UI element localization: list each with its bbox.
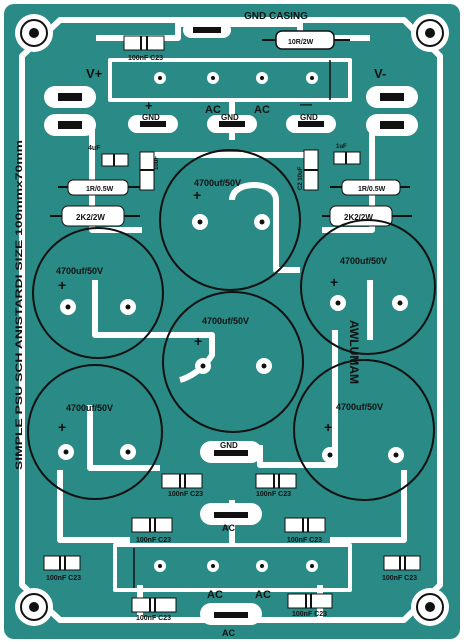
resistor-left-big (50, 205, 140, 227)
capacitor-right-small-label: 1uF (336, 144, 347, 150)
capacitor-left-vertical-label: 10uF (154, 156, 160, 170)
capacitor-bottom-3-label: 100nF C23 (136, 537, 171, 544)
copper-traces (19, 17, 443, 623)
capacitor-bottom-6 (287, 593, 333, 609)
resistor-top (262, 30, 350, 50)
svg-text:+: + (58, 277, 66, 293)
side-silkscreen-text: SIMPLE PSU SCH ANISTARDI SIZE 100mmx70mm (14, 140, 24, 470)
resistor-right-small (330, 179, 410, 196)
ac-pad-bottom (200, 603, 262, 625)
electrolytic-capacitor-3-label: 4700uf/50V (340, 256, 387, 266)
capacitor-bottom-6-label: 100nF C23 (292, 611, 327, 618)
capacitor-bottom-right-corner-label: 100nF C23 (382, 575, 417, 582)
gnd-pad-right-label: GND (300, 113, 318, 122)
resistor-right-big-label: 2K2/2W (344, 213, 373, 222)
v-minus-terminal (366, 86, 418, 136)
capacitor-left-small-label: 4uF (88, 145, 101, 152)
electrolytic-capacitor-6: + (293, 359, 435, 501)
gnd-pad-right (286, 115, 336, 133)
gnd-pad-center-label: GND (221, 113, 239, 122)
ac-left-label: AC (205, 104, 221, 116)
capacitor-bottom-5-label: 100nF C23 (136, 615, 171, 622)
resistor-left-small (58, 179, 140, 196)
electrolytic-capacitor-4-label: 4700uf/50V (202, 316, 249, 326)
resistor-right-small-label: 1R/0.5W (358, 186, 386, 193)
mounting-hole-bottom-right (411, 588, 449, 626)
electrolytic-capacitor-4: + (162, 291, 304, 433)
gnd-pad-bottom-label: GND (220, 441, 238, 450)
plus-sign-label: + (145, 98, 153, 113)
mounting-hole-top-right (411, 14, 449, 52)
capacitor-left-small (101, 153, 129, 167)
resistor-top-label: 10R/2W (288, 39, 314, 46)
bridge-top-pads (154, 60, 331, 100)
gnd-pad-bottom (200, 441, 262, 463)
svg-text:+: + (194, 333, 202, 349)
capacitor-bottom-3 (131, 517, 173, 533)
electrolytic-capacitor-2: + (32, 227, 164, 359)
ac-bottom-right-label: AC (255, 589, 271, 601)
capacitor-bottom-left-corner (43, 555, 81, 571)
capacitor-right-vertical (303, 149, 319, 191)
capacitor-bottom-right-corner (383, 555, 421, 571)
ac-pad-bottom-mid-label: AC (222, 523, 235, 533)
gnd-casing-pad (183, 22, 231, 38)
ac-bottom-left-label: AC (207, 589, 223, 601)
gnd-pad-left (128, 115, 178, 133)
v-plus-terminal (44, 86, 96, 136)
resistor-right-big (322, 205, 412, 227)
v-plus-label: V+ (86, 66, 103, 81)
capacitor-bottom-4-label: 100nF C23 (287, 537, 322, 544)
bridge-bottom-pads (133, 548, 318, 588)
minus-sign-label: — (300, 97, 312, 111)
mounting-hole-bottom-left (15, 588, 53, 626)
v-minus-label: V- (374, 66, 386, 81)
capacitor-bottom-2 (255, 473, 297, 489)
capacitor-top-label: 100nF C23 (128, 55, 163, 62)
svg-text:+: + (330, 274, 338, 290)
electrolytic-capacitor-6-label: 4700uf/50V (336, 402, 383, 412)
brand-text: AWLUMAM (347, 320, 361, 384)
svg-text:+: + (324, 419, 332, 435)
resistor-left-big-label: 2K2/2W (76, 213, 105, 222)
capacitor-bottom-1 (161, 473, 203, 489)
capacitor-bottom-2-label: 100nF C23 (256, 491, 291, 498)
ac-pad-bottom-label: AC (222, 628, 235, 638)
electrolytic-capacitor-3: + (300, 219, 436, 355)
capacitor-bottom-left-corner-label: 100nF C23 (46, 575, 81, 582)
capacitor-right-small (333, 151, 361, 165)
electrolytic-capacitor-2-label: 4700uf/50V (56, 266, 103, 276)
ac-pad-bottom-mid (200, 503, 262, 525)
gnd-pad-center (207, 115, 257, 133)
capacitor-bottom-1-label: 100nF C23 (168, 491, 203, 498)
ac-right-label: AC (254, 104, 270, 116)
svg-text:+: + (58, 419, 66, 435)
electrolytic-capacitor-1-label: 4700uf/50V (194, 178, 241, 188)
resistor-left-small-label: 1R/0.5W (86, 186, 114, 193)
mounting-holes (15, 14, 449, 626)
capacitor-right-vertical-label: C2 10uF (298, 166, 304, 190)
mounting-hole-top-left (15, 14, 53, 52)
capacitor-top (123, 35, 165, 51)
gnd-pad-left-label: GND (142, 113, 160, 122)
capacitor-bottom-5 (131, 597, 177, 613)
gnd-casing-label: GND CASING (244, 11, 308, 22)
electrolytic-capacitor-1: + (159, 149, 301, 291)
capacitor-bottom-4 (284, 517, 326, 533)
electrolytic-capacitor-5: + (27, 364, 163, 500)
electrolytic-capacitor-5-label: 4700uf/50V (66, 403, 113, 413)
svg-text:+: + (193, 187, 201, 203)
capacitor-left-vertical (139, 151, 155, 191)
